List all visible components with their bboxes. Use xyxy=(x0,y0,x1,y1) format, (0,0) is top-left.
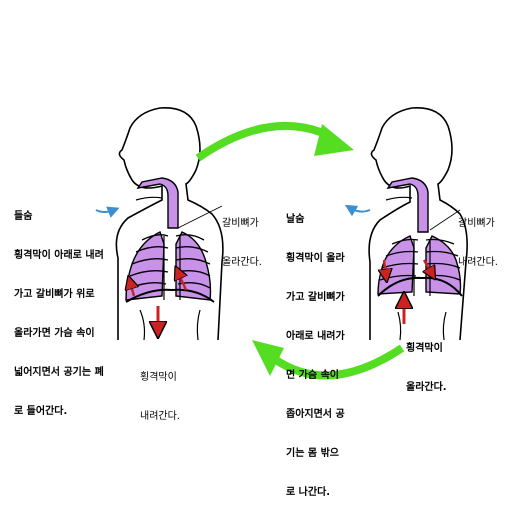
inhale-figure xyxy=(95,107,224,341)
inhale-diaphragm-label: 횡격막이 내려간다. xyxy=(140,345,180,436)
description-line: 로 나간다. xyxy=(286,487,331,498)
exhale-title: 날숨 xyxy=(286,214,305,225)
description-line: 가고 갈비뼈가 xyxy=(286,292,345,303)
diaphragm xyxy=(125,288,215,303)
diaphragm xyxy=(377,276,463,297)
cycle-arrow-bottom xyxy=(252,340,405,380)
exhale-figure xyxy=(344,107,468,341)
description-line: 횡격막이 아래로 내려 xyxy=(14,250,104,261)
exhale-rib-label: 갈비뼈가 내려간다. xyxy=(458,191,498,282)
rib-up-arrow xyxy=(178,272,186,291)
description-line: 가고 갈비뼈가 위로 xyxy=(14,289,95,300)
description-line: 넓어지면서 공기는 폐 xyxy=(14,367,104,378)
rib-up-arrow xyxy=(130,282,134,297)
rib-down-arrow xyxy=(384,259,386,276)
body-outline xyxy=(368,107,468,341)
label-line: 갈비뼈가 xyxy=(458,218,495,229)
right-lung xyxy=(425,235,462,295)
airflow-out-arrow xyxy=(344,204,371,217)
inhale-rib-label: 갈비뼈가 올라간다. xyxy=(222,191,262,282)
body-outline xyxy=(115,107,224,341)
inhale-description: 횡격막이 아래로 내려 가고 갈비뼈가 위로 올라가면 가슴 속이 넓어지면서 … xyxy=(14,223,104,431)
label-line: 횡격막이 xyxy=(406,343,443,354)
label-line: 횡격막이 xyxy=(140,372,177,383)
label-line: 내려간다. xyxy=(458,257,498,268)
airway xyxy=(136,177,179,229)
description-line: 로 들어간다. xyxy=(14,406,68,417)
description-line: 좁아지면서 공 xyxy=(286,409,345,420)
airflow-in-arrow xyxy=(95,206,120,218)
label-line: 올라간다. xyxy=(222,257,262,268)
cycle-arrow-top xyxy=(195,122,354,162)
description-line: 횡격막이 올라 xyxy=(286,253,345,264)
exhale-diaphragm-label: 횡격막이 올라간다. xyxy=(406,316,447,407)
description-line: 면 가슴 속이 xyxy=(286,370,339,381)
description-line: 기는 몸 밖으 xyxy=(286,448,339,459)
description-line: 올라가면 가슴 속이 xyxy=(14,328,95,339)
label-line: 올라간다. xyxy=(406,382,447,393)
label-line: 내려간다. xyxy=(140,411,180,422)
description-line: 아래로 내려가 xyxy=(286,331,345,342)
rib-down-arrow xyxy=(424,259,432,274)
label-line: 갈비뼈가 xyxy=(222,218,259,229)
airway xyxy=(386,177,429,233)
exhale-description: 횡격막이 올라 가고 갈비뼈가 아래로 내려가 면 가슴 속이 좁아지면서 공 … xyxy=(286,226,345,512)
inhale-title: 들숨 xyxy=(14,211,33,222)
